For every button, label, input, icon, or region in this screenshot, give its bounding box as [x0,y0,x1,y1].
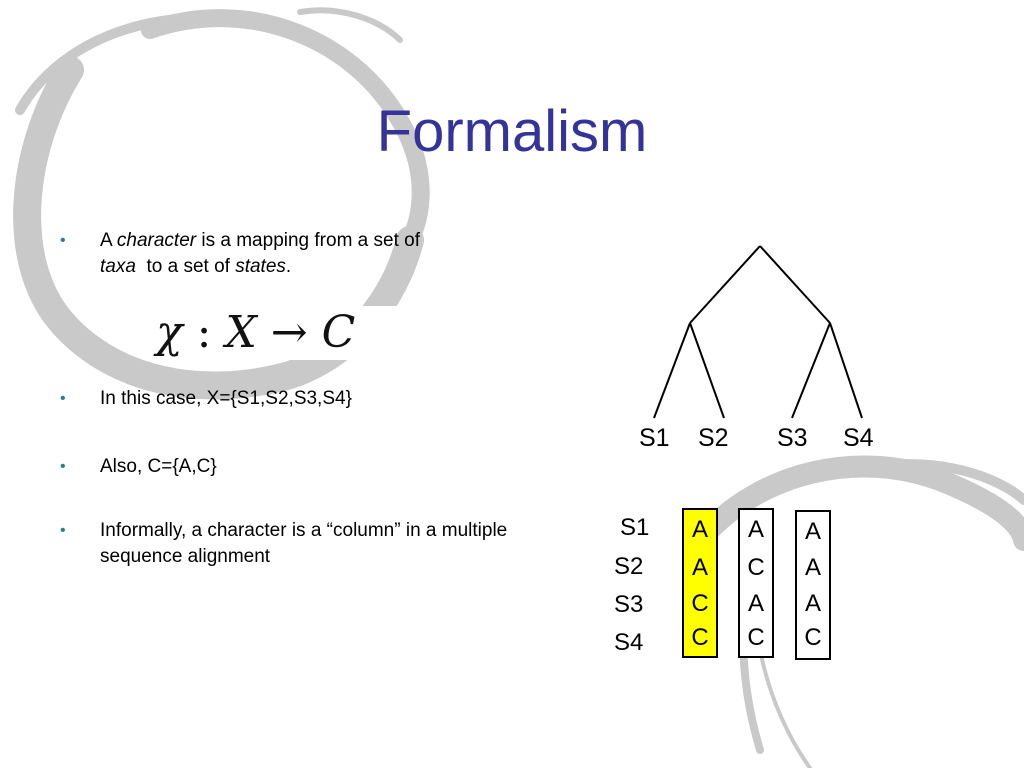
tree-edge-s1 [653,322,691,419]
alignment-row-label-s1: S1 [620,514,650,541]
formula-arrow: → [256,307,322,358]
tree-leaf-s2: S2 [698,424,729,452]
alignment-column-2: A C A C [738,508,774,658]
tree-leaf-s4: S4 [843,424,874,452]
tree-leaf-s3: S3 [777,424,808,452]
alignment-cell: C [691,590,709,617]
alignment-cell: A [804,554,821,581]
alignment-row-label-s2: S2 [614,553,644,580]
bullet-text: . [285,256,292,277]
formula-colon: : [182,307,226,358]
bullet-text: Also, C={A,C} [100,456,217,477]
formula-c: C [321,307,356,358]
term-taxa: taxa [100,256,136,277]
bullet-informal-definition: • Informally, a character is a “column” … [60,518,540,570]
slide-title: Formalism [376,99,648,164]
tree-edge-root-right [759,245,831,324]
alignment-row-label-s3: S3 [614,591,644,618]
bullet-character-definition: • A character is a mapping from a set of… [60,228,540,280]
bullet-c-set: • Also, C={A,C} [60,454,540,480]
alignment-cell: A [691,554,708,581]
alignment-column-3: A A A C [795,510,831,660]
alignment-cell: C [691,624,709,651]
tree-edge-s2 [689,322,725,419]
alignment-cell: A [747,516,764,543]
tree-edge-s3 [791,322,831,419]
alignment-cell: C [804,624,822,651]
bullet-x-set: • In this case, X={S1,S2,S3,S4} [60,386,540,412]
bullet-text: Informally, a character is a “column” in… [100,520,508,567]
bullet-dot-icon: • [60,522,66,539]
alignment-cell: A [804,518,821,545]
phylogenetic-tree [653,245,863,419]
bullet-dot-icon: • [60,458,66,475]
term-states: states [235,256,286,277]
character-formula: χ : X → C [148,306,426,360]
alignment-cell: A [691,516,708,543]
bullet-text: is a mapping from a set of [196,230,420,251]
alignment-cell: A [747,590,764,617]
alignment-cell: C [747,624,765,651]
bullet-dot-icon: • [60,232,66,249]
tree-leaf-s1: S1 [639,424,670,452]
bullet-text: A [100,230,117,251]
bullet-text: In this case, X={S1,S2,S3,S4} [100,388,352,409]
alignment-cell: A [804,590,821,617]
alignment-cell: C [747,554,765,581]
tree-edge-s4 [829,322,863,419]
formula-x: X [225,307,257,358]
bullet-dot-icon: • [60,390,66,407]
term-character: character [116,230,197,251]
tree-edge-root-left [689,245,761,324]
alignment-row-label-s4: S4 [614,629,644,656]
formula-chi: χ [156,307,183,358]
bullet-text: to a set of [135,256,236,277]
alignment-column-1: A A C C [682,508,718,658]
